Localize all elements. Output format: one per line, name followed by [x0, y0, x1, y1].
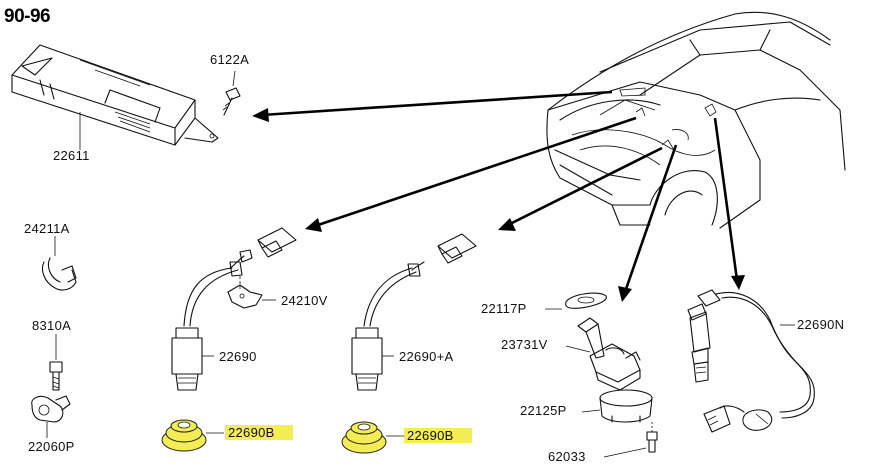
- arrow-to-ecu: [261, 90, 613, 117]
- cover-screw-illustration: [603, 422, 658, 458]
- arrow-to-o2-left: [314, 116, 637, 228]
- o2-boot-left-illustration: [161, 419, 224, 452]
- label-22125p[interactable]: 22125P: [520, 403, 567, 418]
- label-24210v[interactable]: 24210V: [281, 293, 328, 308]
- label-62033[interactable]: 62033: [548, 449, 586, 464]
- label-22690-left[interactable]: 22690: [219, 349, 257, 364]
- arrow-to-o2-right: [713, 117, 739, 281]
- arrowhead-o2-right: [731, 275, 745, 290]
- callout-arrows: [252, 90, 745, 302]
- airflow-sensor-illustration: [565, 317, 641, 391]
- label-22060p[interactable]: 22060P: [28, 439, 75, 454]
- label-22117p[interactable]: 22117P: [481, 301, 527, 316]
- label-22690b-mid[interactable]: 22690B: [407, 428, 454, 443]
- car-illustration: [546, 11, 846, 229]
- arrow-to-airflow: [623, 144, 678, 293]
- o2-sensor-left-illustration: [171, 227, 297, 391]
- arrowhead-o2-left: [305, 218, 322, 232]
- label-22690-a[interactable]: 22690+A: [399, 349, 454, 364]
- diagram-title: 90-96: [4, 6, 51, 27]
- label-24211a[interactable]: 24211A: [24, 221, 70, 236]
- knock-sensor-illustration: [31, 334, 71, 438]
- label-22690n[interactable]: 22690N: [797, 317, 845, 332]
- sensor-cover-illustration: [581, 389, 653, 423]
- arrowhead-airflow: [618, 286, 632, 302]
- label-23731v[interactable]: 23731V: [501, 337, 548, 352]
- label-6122a[interactable]: 6122A: [210, 52, 250, 67]
- highlight-22690b-left: [225, 425, 293, 440]
- o2-sensor-mid-illustration: [351, 233, 477, 391]
- o2-sensor-right-illustration: [687, 289, 815, 433]
- label-22690b-left[interactable]: 22690B: [228, 425, 275, 440]
- label-22611[interactable]: 22611: [53, 148, 90, 163]
- arrowhead-o2-mid: [498, 218, 516, 231]
- gasket-illustration: [545, 292, 607, 310]
- screw-6122a-illustration: [222, 70, 241, 116]
- harness-clip-illustration: [41, 236, 77, 291]
- ecu-illustration: [11, 44, 219, 146]
- o2-boot-mid-illustration: [341, 421, 404, 454]
- arrow-to-o2-mid: [507, 146, 663, 227]
- label-8310a[interactable]: 8310A: [32, 318, 72, 333]
- arrowhead-ecu: [252, 108, 269, 122]
- highlight-22690b-mid: [404, 428, 472, 443]
